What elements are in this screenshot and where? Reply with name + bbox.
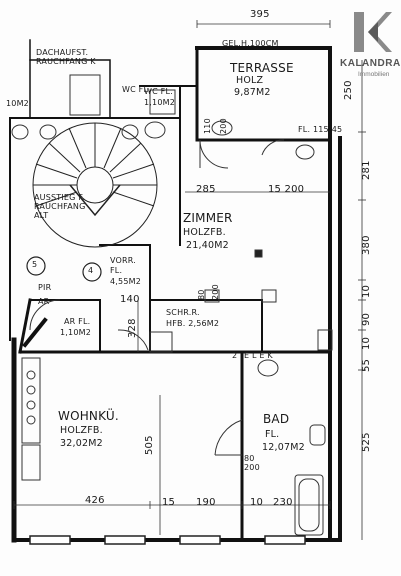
dim-right-250: 250 — [343, 80, 354, 100]
washbasin — [309, 424, 326, 446]
stair-marker-4 — [82, 262, 102, 282]
dim-bottom-10: 10 — [250, 497, 264, 508]
room-terrasse-area: 9,87M2 — [234, 87, 271, 98]
label-bad-fl: FL. 115/45 — [298, 125, 343, 134]
room-wohnkueche-area: 32,02M2 — [60, 438, 103, 449]
room-wc-fl2: WC FL. — [122, 85, 151, 94]
dim-door-110: 110 — [203, 118, 212, 134]
label-dachaufstieg: DACHAUFST. RAUCHFANG K — [36, 48, 96, 67]
toilet — [257, 359, 279, 377]
room-terrasse-name: TERRASSE — [230, 61, 294, 75]
logo-brand: KALANDRA — [340, 58, 401, 69]
room-ar-area: 1,10M2 — [60, 328, 92, 337]
room-wohnkueche-floor: HOLZFB. — [60, 425, 103, 436]
dimension-lines — [13, 20, 366, 540]
dim-right-380: 380 — [361, 235, 372, 255]
room-wohnkueche-name: WOHNKÜ. — [58, 409, 119, 423]
windows — [29, 535, 306, 545]
dim-top-395: 395 — [250, 9, 270, 20]
label-small-2: 2 — [232, 351, 238, 360]
room-zimmer-area: 21,40M2 — [186, 240, 229, 251]
room-bad-area: 12,07M2 — [262, 442, 305, 453]
dim-mid-328: 328 — [127, 318, 138, 338]
dim-right-10-b: 10 — [361, 336, 372, 350]
room-schrankraum-area: HFB. 2,56M2 — [166, 319, 220, 328]
dim-right-55: 55 — [361, 358, 372, 372]
dim-right-10-a: 10 — [361, 284, 372, 298]
label-door-80-200: 80 200 — [244, 454, 260, 472]
dim-door-200: 200 — [219, 118, 228, 134]
dim-bottom-230: 230 — [273, 497, 293, 508]
dim-bottom-426: 426 — [85, 495, 105, 506]
dim-bottom-190: 190 — [196, 497, 216, 508]
dim-mid-285: 285 — [196, 184, 216, 195]
dim-mid-505: 505 — [144, 435, 155, 455]
label-aufstieg: AUSSTIEG F. RAUCHFANG ALT — [34, 193, 86, 220]
dim-right-525: 525 — [361, 432, 372, 452]
logo-subtitle: Immobilien — [358, 71, 390, 78]
label-gel: GEL.H.100CM — [222, 39, 279, 48]
dim-door-80: 80 — [197, 289, 206, 300]
stair-marker-4-label: 4 — [88, 266, 94, 275]
dim-door-200b: 200 — [211, 284, 220, 300]
dim-right-90: 90 — [361, 312, 372, 326]
room-bad-name: BAD — [263, 412, 290, 426]
room-wc-name: WC FL. — [144, 87, 173, 96]
spiral-staircase — [32, 122, 158, 248]
room-wc-area: 1,10M2 — [144, 98, 176, 107]
room-vorraum-floor: FL. — [110, 266, 123, 275]
fixtures — [11, 74, 333, 536]
stair-marker-5 — [26, 256, 46, 276]
room-bad-floor: FL. — [265, 429, 280, 440]
room-left-top-area: 10M2 — [6, 99, 29, 108]
dim-bottom-15: 15 — [162, 497, 176, 508]
room-vorraum-area: 4,55M2 — [110, 277, 142, 286]
label-elek: E L E K — [244, 351, 273, 360]
door-swings — [29, 139, 285, 456]
room-zimmer-name: ZIMMER — [183, 211, 233, 225]
room-schrankraum-name: SCHR.R. — [166, 308, 200, 317]
zimmer-top-wall — [195, 46, 332, 142]
room-terrasse-floor: HOLZ — [236, 75, 264, 86]
terrace-wall — [195, 46, 332, 134]
dim-right-281: 281 — [361, 160, 372, 180]
stair-marker-5-label: 5 — [32, 260, 38, 269]
dim-mid-140: 140 — [120, 294, 140, 305]
label-ar-short: AR — [38, 297, 50, 306]
kalandra-logo: KALANDRA Immobilien — [340, 10, 400, 78]
wohnkueche-bath-wall — [18, 350, 244, 542]
room-ar-name: AR FL. — [64, 317, 91, 326]
dim-mid-15-200: 15 200 — [268, 184, 305, 195]
room-zimmer-floor: HOLZFB. — [183, 227, 226, 238]
room-vorraum-name: VORR. — [110, 256, 137, 265]
kitchen-counter — [21, 357, 41, 444]
kalandra-logo-icon — [354, 12, 392, 52]
label-pir: PIR — [38, 283, 52, 292]
